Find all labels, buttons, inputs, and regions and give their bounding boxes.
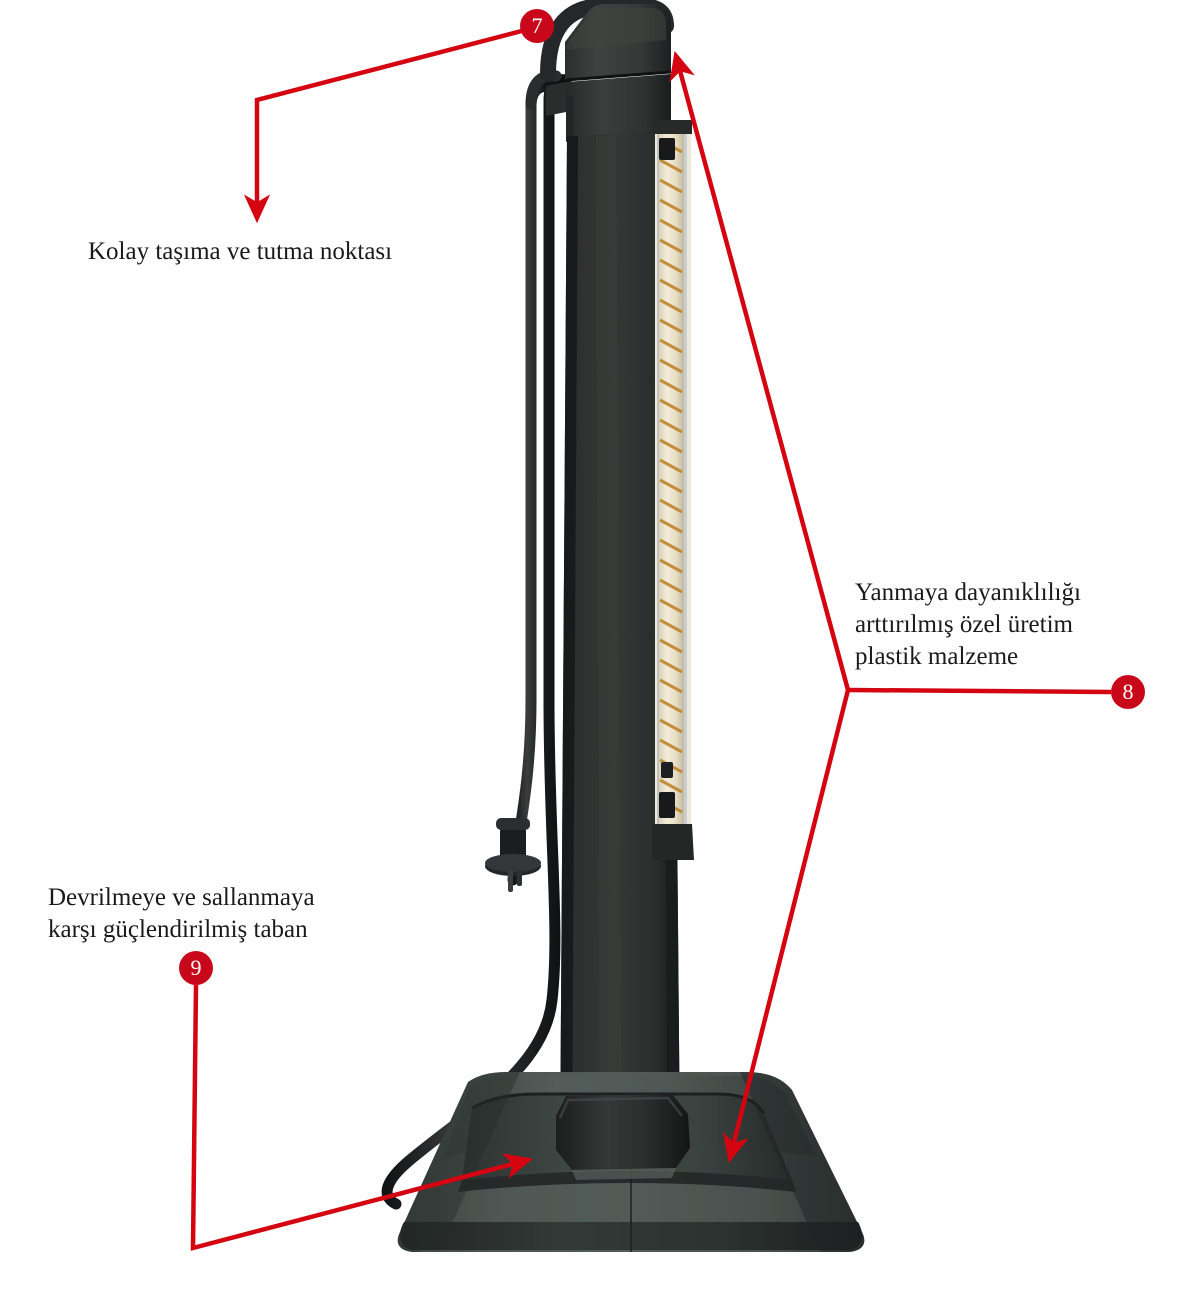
- callout-badge-7[interactable]: 7: [520, 9, 554, 43]
- element-top-cap: [652, 120, 692, 134]
- leader-line-7: [243, 24, 538, 224]
- leader-line-8: [669, 50, 1112, 1164]
- callout-badge-9[interactable]: 9: [179, 951, 213, 985]
- heating-element: [655, 128, 691, 828]
- power-plug: [485, 818, 541, 892]
- callout-badge-8[interactable]: 8: [1111, 675, 1145, 709]
- column-collar: [556, 1094, 690, 1180]
- callout-label-8: Yanmaya dayanıklılığı arttırılmış özel ü…: [855, 579, 1081, 670]
- handle-cap: [540, 0, 674, 116]
- callout-label-7: Kolay taşıma ve tutma noktası: [88, 238, 393, 265]
- element-bottom-cap: [652, 824, 694, 860]
- leader-line-9: [190, 984, 534, 1251]
- callout-label-9: Devrilmeye ve sallanmaya karşı güçlendir…: [48, 884, 315, 943]
